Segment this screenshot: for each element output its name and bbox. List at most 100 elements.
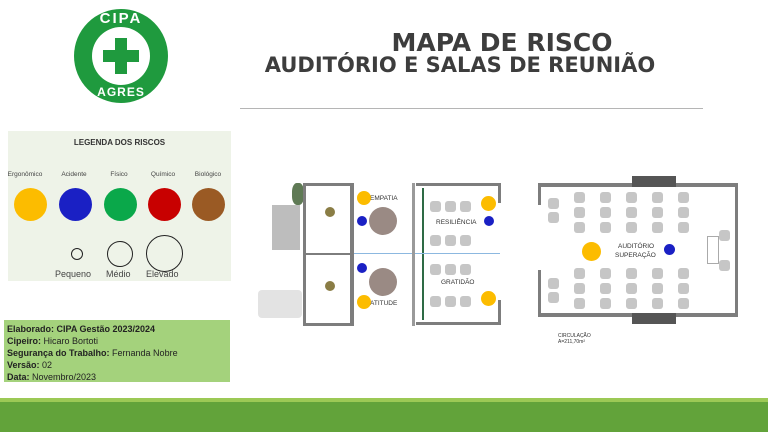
risk-marker-acidente bbox=[664, 244, 675, 255]
wall bbox=[416, 183, 500, 186]
size-small-circle bbox=[71, 248, 83, 260]
wall bbox=[303, 253, 350, 255]
room-label-gratidao: GRATIDÃO bbox=[441, 279, 475, 286]
risk-marker-biologico bbox=[325, 281, 335, 291]
room-label-auditorio: AUDITÓRIO bbox=[618, 243, 655, 250]
page-subtitle: AUDITÓRIO E SALAS DE REUNIÃO bbox=[264, 53, 656, 77]
chair bbox=[600, 298, 611, 309]
chair bbox=[678, 207, 689, 218]
chair bbox=[574, 192, 585, 203]
cross-icon-horizontal bbox=[103, 50, 139, 62]
window bbox=[632, 176, 676, 187]
chair bbox=[600, 222, 611, 233]
chair bbox=[548, 198, 559, 209]
label-bg bbox=[433, 275, 481, 290]
chair bbox=[652, 192, 663, 203]
wall bbox=[735, 183, 738, 317]
versao-value: 02 bbox=[39, 360, 53, 370]
wall bbox=[498, 183, 501, 203]
room-label-resiliencia: RESILIÊNCIA bbox=[436, 219, 477, 226]
legend-title: LEGENDA DOS RISCOS bbox=[73, 138, 166, 147]
round-table bbox=[369, 268, 397, 296]
risk-marker-biologico bbox=[325, 207, 335, 217]
chair bbox=[430, 296, 441, 307]
chair bbox=[574, 283, 585, 294]
label-bg bbox=[433, 215, 481, 230]
chair bbox=[678, 268, 689, 279]
seguranca-label: Segurança do Trabalho: bbox=[7, 348, 110, 358]
window bbox=[632, 313, 676, 324]
risk-marker-ergonomico bbox=[582, 242, 601, 261]
chair bbox=[652, 207, 663, 218]
chair bbox=[445, 296, 456, 307]
size-small-label: Pequeno bbox=[55, 269, 92, 279]
chair bbox=[600, 283, 611, 294]
cipeiro-label: Cipeiro: bbox=[7, 336, 42, 346]
room-label-empatia: EMPATIA bbox=[370, 195, 398, 202]
room-label-atitude: ATITUDE bbox=[370, 300, 398, 307]
risk-marker-ergonomico bbox=[481, 291, 496, 306]
risk-marker-acidente bbox=[484, 216, 494, 226]
elaborado-text: Elaborado: CIPA Gestão 2023/2024 bbox=[7, 324, 156, 334]
logo-top-text: CIPA bbox=[99, 10, 143, 27]
circulacao-label: CIRCULAÇÃO bbox=[558, 333, 591, 339]
risk-marker-acidente bbox=[357, 216, 367, 226]
legend-dot-quimico bbox=[148, 188, 181, 221]
chair bbox=[652, 268, 663, 279]
glass-partition bbox=[416, 253, 500, 254]
chair bbox=[430, 201, 441, 212]
wall bbox=[303, 183, 350, 186]
wall bbox=[303, 323, 350, 326]
document-info: Elaborado: CIPA Gestão 2023/2024 Cipeiro… bbox=[4, 320, 230, 382]
chair bbox=[626, 298, 637, 309]
page-title: MAPA DE RISCO bbox=[391, 28, 613, 57]
chair bbox=[574, 222, 585, 233]
size-large-circle bbox=[146, 235, 183, 272]
outdoor-area bbox=[272, 205, 300, 250]
chair bbox=[460, 264, 471, 275]
seguranca-value: Fernanda Nobre bbox=[109, 348, 178, 358]
wall bbox=[412, 183, 415, 326]
wall bbox=[538, 183, 541, 205]
glass-partition bbox=[354, 253, 416, 254]
chair bbox=[626, 268, 637, 279]
risk-legend: LEGENDA DOS RISCOS Ergonômico Acidente F… bbox=[8, 131, 231, 281]
chair bbox=[460, 296, 471, 307]
risk-marker-ergonomico bbox=[357, 295, 371, 309]
risk-marker-acidente bbox=[357, 263, 367, 273]
legend-dot-ergonomico bbox=[14, 188, 47, 221]
chair bbox=[652, 298, 663, 309]
glass-wall bbox=[422, 188, 424, 320]
chair bbox=[574, 207, 585, 218]
chair bbox=[678, 222, 689, 233]
legend-dot-biologico bbox=[192, 188, 225, 221]
lectern bbox=[707, 236, 719, 264]
wall bbox=[350, 183, 354, 326]
chair bbox=[445, 264, 456, 275]
logo-bottom-text: AGRES bbox=[97, 85, 145, 99]
chair bbox=[600, 268, 611, 279]
chair bbox=[574, 268, 585, 279]
round-table bbox=[369, 207, 397, 235]
chair bbox=[460, 201, 471, 212]
chair bbox=[719, 260, 730, 271]
chair bbox=[445, 201, 456, 212]
cipa-logo: CIPA AGRES bbox=[74, 9, 168, 103]
legend-dot-acidente bbox=[59, 188, 92, 221]
outdoor-table bbox=[258, 290, 302, 318]
data-label: Data: bbox=[7, 372, 30, 382]
plant-icon bbox=[292, 183, 304, 205]
legend-label-fisico: Físico bbox=[110, 171, 128, 178]
chair bbox=[574, 298, 585, 309]
chair bbox=[430, 235, 441, 246]
chair bbox=[460, 235, 471, 246]
risk-marker-ergonomico bbox=[357, 191, 371, 205]
footer-band bbox=[0, 402, 768, 432]
wall bbox=[538, 270, 541, 317]
chair bbox=[626, 192, 637, 203]
chair bbox=[626, 283, 637, 294]
chair bbox=[652, 222, 663, 233]
chair bbox=[548, 278, 559, 289]
legend-label-biologico: Biológico bbox=[194, 171, 222, 178]
wall bbox=[416, 322, 500, 325]
